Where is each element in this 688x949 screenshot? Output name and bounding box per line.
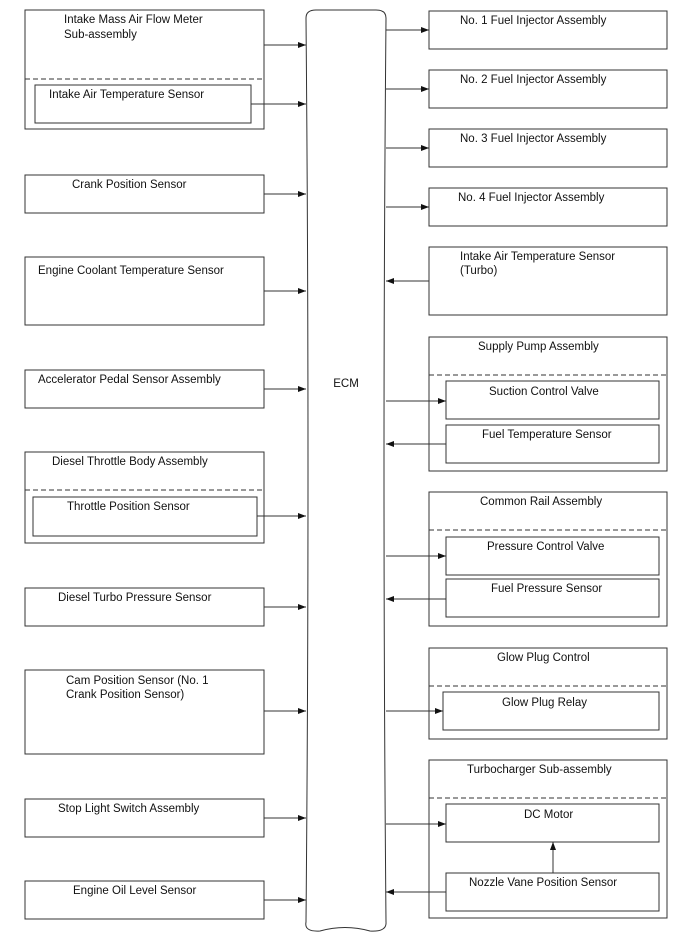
dc-motor-label: DC Motor <box>524 809 573 821</box>
stop-light-label: Stop Light Switch Assembly <box>58 803 200 815</box>
cam-label-line2: Crank Position Sensor) <box>66 689 184 701</box>
fuel-pressure-label: Fuel Pressure Sensor <box>491 583 602 595</box>
injector-2-label: No. 2 Fuel Injector Assembly <box>460 74 607 86</box>
ecm-block <box>305 9 387 932</box>
turbocharger-title: Turbocharger Sub-assembly <box>467 764 612 776</box>
iat-turbo-line2: (Turbo) <box>460 265 497 277</box>
injector-4-label: No. 4 Fuel Injector Assembly <box>458 192 605 204</box>
glow-title: Glow Plug Control <box>497 652 590 664</box>
supply-pump-title: Supply Pump Assembly <box>478 341 599 353</box>
oil-level-label: Engine Oil Level Sensor <box>73 885 197 897</box>
iat-turbo-line1: Intake Air Temperature Sensor <box>460 251 615 263</box>
output-connectors <box>386 27 556 895</box>
coolant-label: Engine Coolant Temperature Sensor <box>38 265 224 277</box>
crank-label: Crank Position Sensor <box>72 179 187 191</box>
cam-sensor-block <box>24 669 265 755</box>
injector-1-label: No. 1 Fuel Injector Assembly <box>460 15 607 27</box>
input-connectors <box>251 42 306 903</box>
accel-label: Accelerator Pedal Sensor Assembly <box>38 374 221 386</box>
turbocharger-block <box>428 759 668 919</box>
maf-title-line1: Intake Mass Air Flow Meter <box>64 14 203 26</box>
maf-iat-label: Intake Air Temperature Sensor <box>49 89 204 101</box>
scv-label: Suction Control Valve <box>489 386 599 398</box>
throttle-sensor-label: Throttle Position Sensor <box>67 501 190 513</box>
nozzle-vane-label: Nozzle Vane Position Sensor <box>469 877 617 889</box>
common-rail-block <box>428 491 668 627</box>
cam-label-line1: Cam Position Sensor (No. 1 <box>66 675 209 687</box>
injector-3-label: No. 3 Fuel Injector Assembly <box>460 133 607 145</box>
throttle-title: Diesel Throttle Body Assembly <box>52 456 208 468</box>
glow-relay-label: Glow Plug Relay <box>502 697 587 709</box>
labels: ECM Intake Mass Air Flow Meter Sub-assem… <box>38 14 617 897</box>
fuel-temp-label: Fuel Temperature Sensor <box>482 429 612 441</box>
pcv-label: Pressure Control Valve <box>487 541 604 553</box>
supply-pump-block <box>428 336 668 472</box>
maf-title-line2: Sub-assembly <box>64 29 137 41</box>
maf-meter-block <box>24 9 265 130</box>
turbo-pressure-label: Diesel Turbo Pressure Sensor <box>58 592 212 604</box>
ecm-label: ECM <box>333 378 359 390</box>
common-rail-title: Common Rail Assembly <box>480 496 602 508</box>
